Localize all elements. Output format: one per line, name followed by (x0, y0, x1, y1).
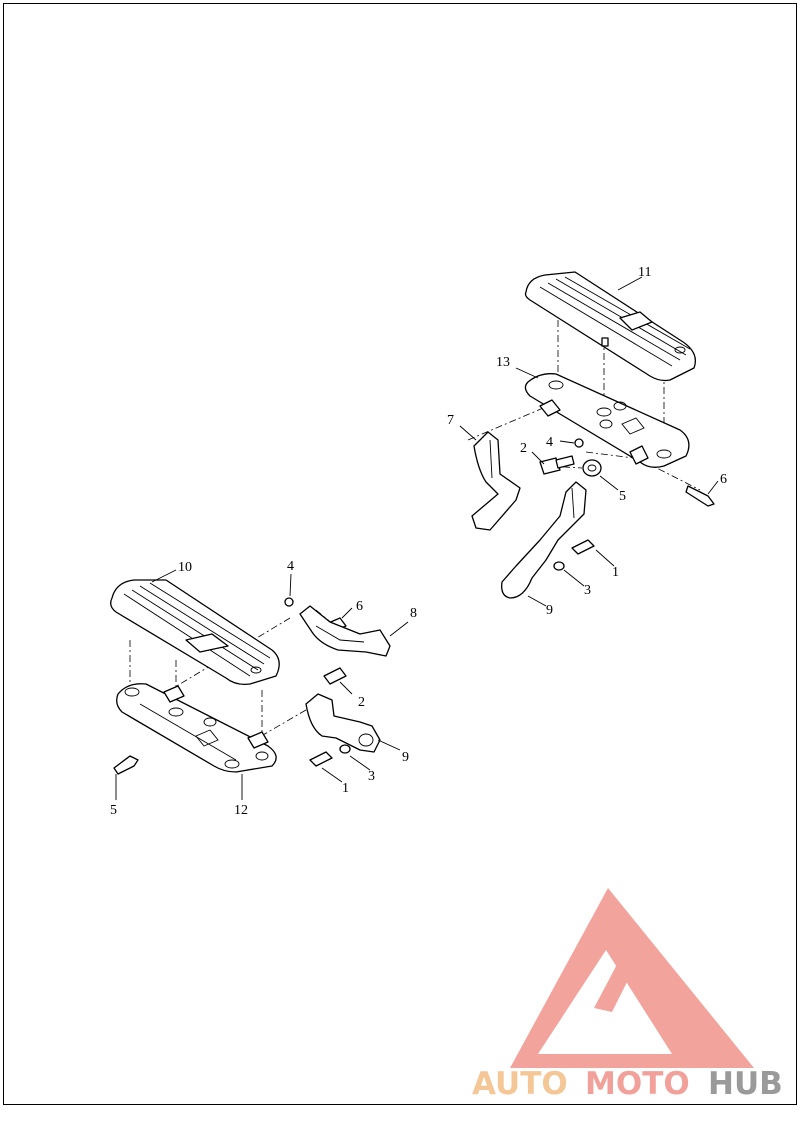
callout-right-5: 5 (619, 489, 626, 504)
right-bushing-5 (582, 459, 602, 477)
left-support-bracket (299, 605, 391, 657)
left-nut-4 (284, 597, 294, 607)
watermark-hub: HUB (708, 1066, 783, 1102)
right-bolt-1 (571, 539, 595, 555)
right-bolt-6 (685, 485, 715, 507)
diagram-frame (3, 3, 797, 1105)
callout-right-7: 7 (447, 413, 454, 428)
callout-right-4: 4 (546, 435, 553, 450)
right-footboard-assembly: 11 13 7 2 4 5 6 1 3 9 (447, 265, 727, 618)
watermark-moto: MOTO (585, 1066, 690, 1102)
callout-right-2: 2 (520, 441, 527, 456)
callout-left-8: 8 (410, 606, 417, 621)
right-mount-arm (501, 481, 587, 599)
right-nut-4 (574, 438, 584, 448)
left-washer-3 (339, 744, 351, 754)
right-footboard-pad (524, 271, 697, 382)
left-bolt-2 (323, 667, 347, 685)
left-footboard-pad (110, 579, 280, 686)
right-washer-3 (553, 561, 565, 571)
callout-left-3: 3 (368, 769, 375, 784)
left-bolt-1 (309, 751, 333, 767)
left-footboard-assembly: 10 4 6 8 2 9 3 1 5 12 (110, 559, 417, 818)
watermark-auto: AUTO (472, 1066, 568, 1102)
callout-left-2: 2 (358, 695, 365, 710)
callout-left-4: 4 (287, 559, 294, 574)
left-footboard-base (116, 683, 277, 773)
callout-left-9: 9 (402, 750, 409, 765)
logo-triangle (510, 888, 754, 1068)
callout-left-6: 6 (356, 599, 363, 614)
left-mount-arm (305, 693, 381, 753)
callout-left-10: 10 (178, 560, 192, 575)
callout-left-1: 1 (342, 781, 349, 796)
callout-right-1: 1 (612, 565, 619, 580)
callout-right-3: 3 (584, 583, 591, 598)
right-support-bracket (471, 431, 521, 531)
callout-left-12: 12 (234, 803, 248, 818)
watermark-logo: AUTO MOTO HUB (472, 888, 783, 1102)
logo-inner-mark (594, 936, 700, 1054)
callout-right-6: 6 (720, 472, 727, 487)
left-bolt-5 (113, 755, 139, 775)
callout-right-11: 11 (638, 265, 651, 280)
right-bolt-2 (539, 455, 575, 475)
callout-right-13: 13 (496, 355, 510, 370)
callout-left-5: 5 (110, 803, 117, 818)
callout-right-9: 9 (546, 603, 553, 618)
right-footboard-base (524, 373, 690, 468)
